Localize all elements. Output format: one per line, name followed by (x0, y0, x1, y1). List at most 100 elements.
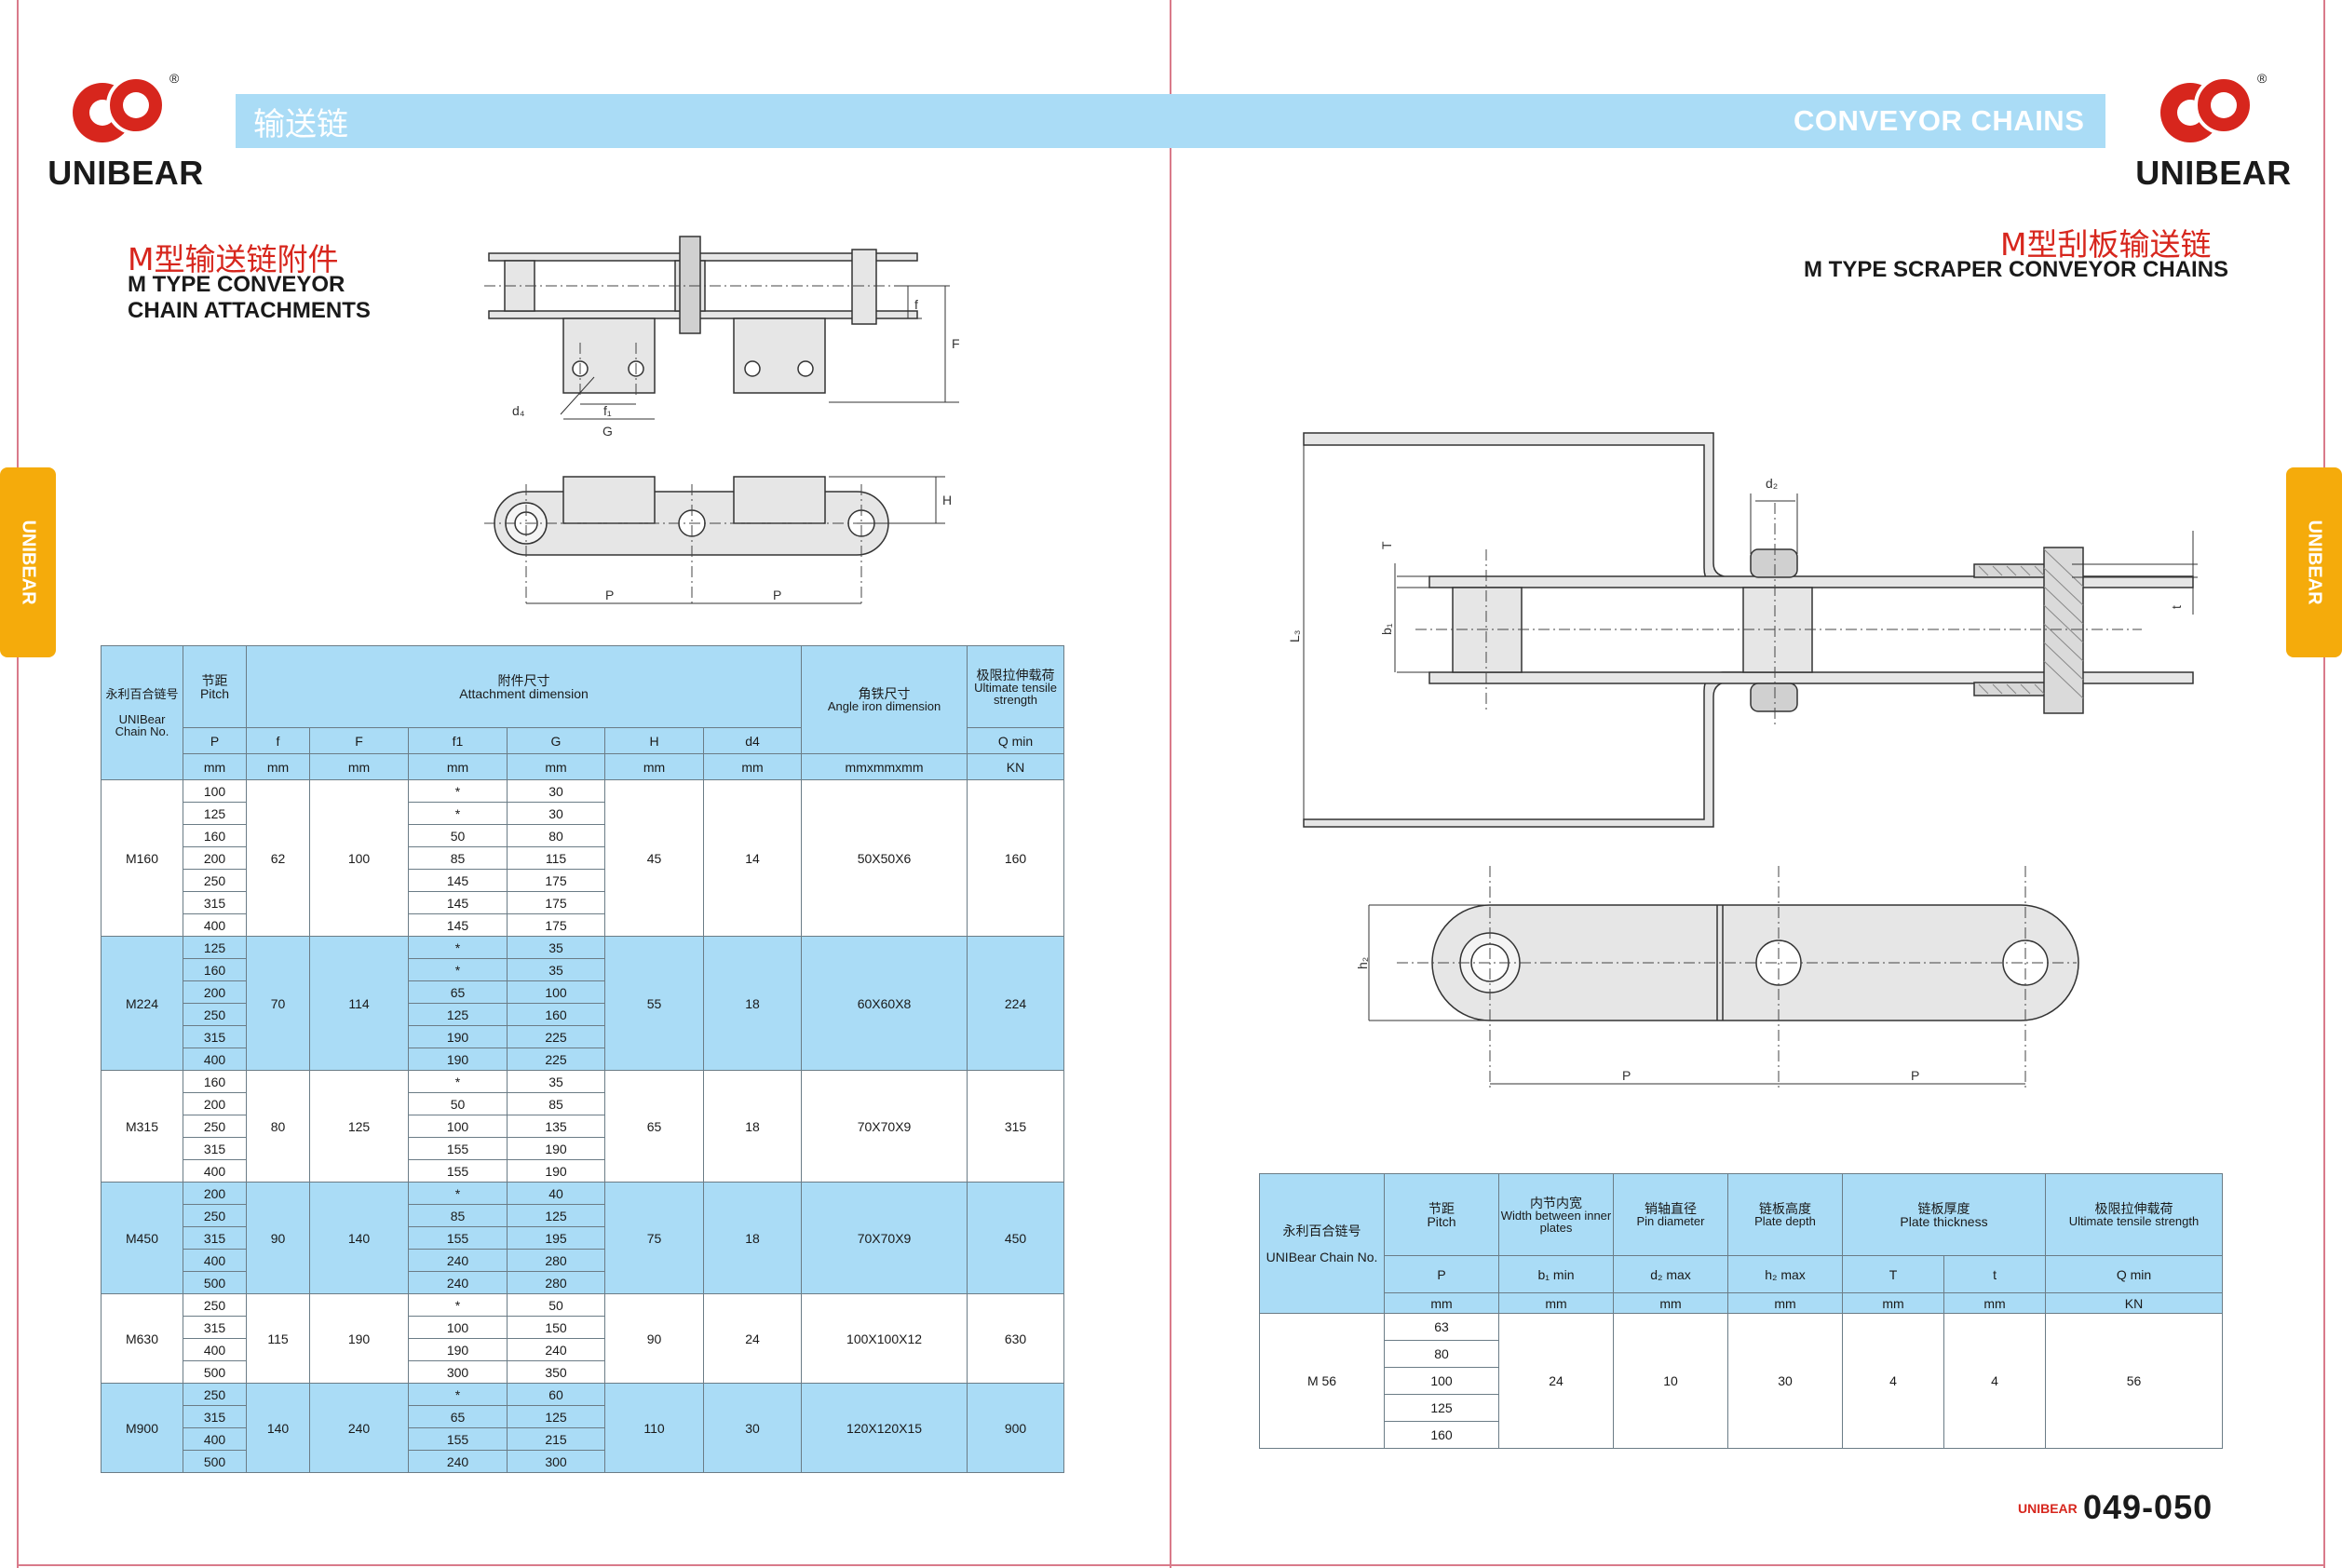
logo-brand-text: UNIBEAR (2135, 154, 2292, 192)
table-row: 160*35 (102, 958, 1064, 981)
pitch-cell: 250 (183, 1293, 247, 1317)
pitch-cell: 315 (183, 1316, 247, 1339)
pitch-cell: 250 (183, 1383, 247, 1406)
H-cell: 45 (604, 779, 704, 937)
chain-no-cell: M450 (101, 1182, 183, 1294)
f-cell: 90 (246, 1182, 310, 1294)
left-title-en-2: CHAIN ATTACHMENTS (128, 298, 371, 323)
svg-text:d₄: d₄ (512, 403, 525, 418)
f1-cell: 65 (408, 1405, 508, 1428)
pitch-cell: 160 (183, 958, 247, 981)
f-cell: 62 (246, 779, 310, 937)
d4-cell: 30 (702, 1383, 803, 1473)
svg-text:T: T (1379, 541, 1394, 549)
G-cell: 135 (507, 1115, 605, 1138)
unit-cell: KN (2045, 1292, 2224, 1314)
symbol-cell: f (246, 727, 310, 754)
symbol-cell: b₁ min (1498, 1255, 1614, 1293)
pitch-cell: 125 (183, 936, 247, 959)
pitch-cell: 400 (183, 1159, 247, 1183)
G-cell: 300 (507, 1450, 605, 1473)
f1-cell: 100 (408, 1115, 508, 1138)
d4-cell: 14 (702, 779, 803, 937)
f1-cell: 100 (408, 1316, 508, 1339)
pitch-cell: 400 (183, 1249, 247, 1272)
f1-cell: 65 (408, 980, 508, 1004)
d4-cell: 18 (702, 936, 803, 1071)
G-cell: 125 (507, 1204, 605, 1227)
f-cell: 70 (246, 936, 310, 1071)
f1-cell: 190 (408, 1048, 508, 1071)
f1-cell: 125 (408, 1003, 508, 1026)
table-row: 100 (1260, 1367, 2223, 1395)
G-cell: 80 (507, 824, 605, 847)
svg-text:f₁: f₁ (603, 403, 612, 418)
unit-cell: mm (507, 753, 605, 780)
f1-cell: 240 (408, 1271, 508, 1294)
pitch-cell: 400 (183, 1427, 247, 1451)
svg-text:P: P (1911, 1068, 1919, 1083)
unit-cell: mm (183, 753, 247, 780)
G-cell: 35 (507, 936, 605, 959)
d4-cell: 18 (702, 1070, 803, 1183)
attachment-side-view-drawing: P P H (484, 476, 952, 605)
G-cell: 150 (507, 1316, 605, 1339)
f1-cell: 145 (408, 913, 508, 937)
unit-cell: mm (1384, 1292, 1499, 1314)
symbol-cell: t (1943, 1255, 2047, 1293)
symbol-cell: f1 (408, 727, 508, 754)
f1-cell: 240 (408, 1249, 508, 1272)
header-bar (236, 94, 2105, 148)
G-cell: 175 (507, 913, 605, 937)
svg-text:L₃: L₃ (1287, 630, 1302, 643)
symbol-cell: P (1384, 1255, 1499, 1293)
pitch-cell: 63 (1384, 1313, 1499, 1341)
header-chain-no: 永利百合链号 UNIBear Chain No. (101, 645, 183, 780)
f-cell: 115 (246, 1293, 310, 1384)
side-tab-left: UNIBEAR (0, 467, 56, 657)
pitch-cell: 500 (183, 1360, 247, 1384)
svg-text:t: t (2169, 605, 2184, 609)
pitch-cell: 400 (183, 1048, 247, 1071)
footer-brand: UNIBEAR (2018, 1501, 2078, 1516)
svg-text:P: P (773, 588, 781, 602)
F-cell: 125 (309, 1070, 409, 1183)
header-title-en: CONVEYOR CHAINS (1794, 104, 2085, 137)
unit-cell: mmxmmxmm (801, 753, 968, 780)
f1-cell: 155 (408, 1226, 508, 1250)
h2-cell: 30 (1727, 1313, 1843, 1449)
f1-cell: * (408, 802, 508, 825)
f1-cell: 240 (408, 1450, 508, 1473)
header-title-zh: 输送链 (253, 106, 348, 143)
strength-cell: 630 (967, 1293, 1065, 1384)
f1-cell: 190 (408, 1338, 508, 1361)
chain-no-cell: M224 (101, 936, 183, 1071)
pitch-cell: 250 (183, 1003, 247, 1026)
d2-cell: 10 (1613, 1313, 1728, 1449)
strength-cell: 224 (967, 936, 1065, 1071)
f1-cell: 50 (408, 1092, 508, 1115)
pitch-cell: 315 (183, 1137, 247, 1160)
G-cell: 215 (507, 1427, 605, 1451)
pitch-cell: 250 (183, 1115, 247, 1138)
f1-cell: * (408, 779, 508, 803)
G-cell: 50 (507, 1293, 605, 1317)
pitch-cell: 80 (1384, 1340, 1499, 1368)
G-cell: 225 (507, 1025, 605, 1048)
